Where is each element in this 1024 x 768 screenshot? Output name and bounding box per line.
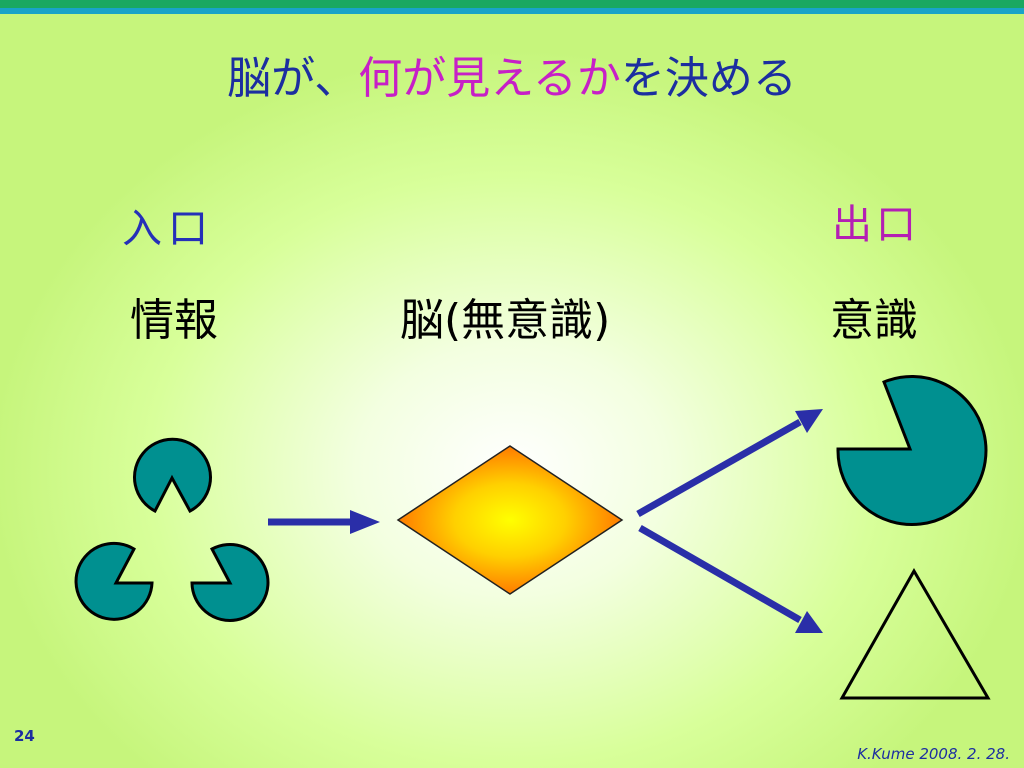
brain-unconscious-label: 脳(無意識) xyxy=(400,295,611,346)
pacman-result-shape xyxy=(836,375,988,526)
brain-diamond-shape xyxy=(396,445,624,595)
output-arrow-lower xyxy=(638,524,823,633)
pacman-top-shape xyxy=(133,437,212,514)
input-arrow xyxy=(268,510,380,534)
pacman-right-shape xyxy=(190,542,270,622)
entrance-label: 入口 xyxy=(122,206,214,252)
triangle-result-shape xyxy=(839,567,991,700)
title-part-1: 脳が、 xyxy=(227,53,359,104)
title-highlight: 何が見えるか xyxy=(358,53,621,104)
slide-title: 脳が、何が見えるかを決める xyxy=(0,42,1024,106)
top-accent-bar-blue xyxy=(0,8,1024,14)
page-number: 24 xyxy=(14,727,35,745)
top-accent-bar-green xyxy=(0,0,1024,8)
output-arrow-upper xyxy=(636,409,823,518)
pacman-left-shape xyxy=(74,541,154,621)
title-part-2: を決める xyxy=(620,53,797,104)
author-date-credit: K.Kume 2008. 2. 28. xyxy=(857,745,1010,763)
kanizsa-triangle-figure xyxy=(74,437,270,622)
consciousness-label: 意識 xyxy=(830,295,918,346)
exit-label: 出口 xyxy=(832,202,920,248)
information-label: 情報 xyxy=(130,295,218,346)
